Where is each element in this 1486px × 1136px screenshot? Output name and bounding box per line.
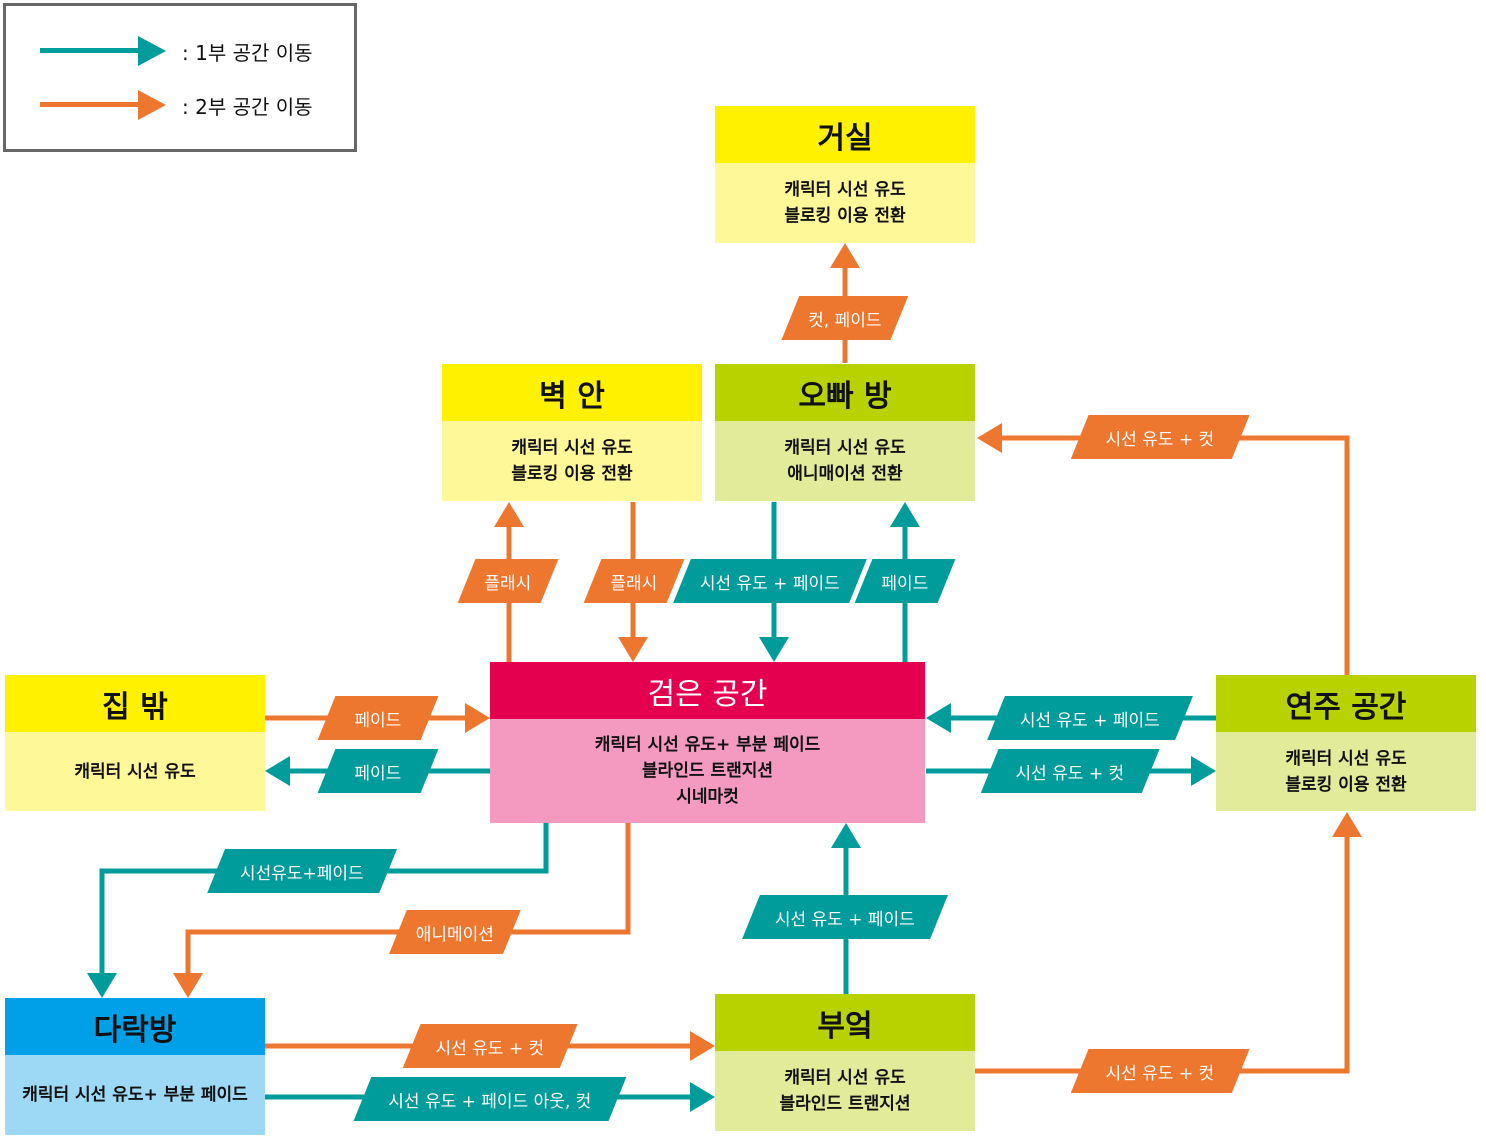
- arrowhead-icon: [494, 502, 524, 527]
- legend-item-part1: : 1부 공간 이동: [40, 36, 313, 66]
- node-title: 거실: [715, 106, 975, 163]
- edge-label: 페이드: [317, 696, 439, 740]
- connector-line: [1002, 435, 1350, 675]
- arrowhead-icon: [87, 973, 117, 998]
- edge-label: 페이드: [317, 749, 439, 793]
- edge-label: 시선 유도 + 컷: [980, 749, 1160, 793]
- node-attic: 다락방 캐릭터 시선 유도+ 부분 페이드: [5, 998, 265, 1135]
- node-text: 캐릭터 시선 유도: [784, 438, 906, 458]
- arrowhead-icon: [759, 637, 789, 662]
- node-title: 집 밖: [5, 675, 265, 732]
- arrowhead-icon: [690, 1031, 715, 1061]
- connector-line: [975, 837, 1350, 1074]
- node-text: 시네마컷: [676, 787, 739, 807]
- node-title: 부엌: [715, 994, 975, 1051]
- legend: : 1부 공간 이동 : 2부 공간 이동: [3, 3, 357, 152]
- edge-label: 시선 유도 + 컷: [402, 1024, 578, 1068]
- edge-label: 애니메이션: [389, 910, 521, 954]
- node-title: 연주 공간: [1216, 675, 1476, 732]
- edge-label: 플래시: [583, 559, 685, 603]
- node-text: 블로킹 이용 전환: [511, 464, 633, 484]
- node-text: 캐릭터 시선 유도: [511, 438, 633, 458]
- node-text: 캐릭터 시선 유도: [784, 1068, 906, 1088]
- node-text: 캐릭터 시선 유도: [1285, 748, 1407, 769]
- node-title: 다락방: [5, 998, 265, 1055]
- arrowhead-icon: [690, 1082, 715, 1112]
- node-text: 캐릭터 시선 유도+ 부분 페이드: [22, 1085, 248, 1105]
- edge-label: 시선 유도 + 페이드: [673, 559, 867, 603]
- arrowhead-icon: [977, 423, 1002, 453]
- legend-label: : 2부 공간 이동: [182, 94, 313, 119]
- legend-item-part2: : 2부 공간 이동: [40, 90, 313, 120]
- arrowhead-icon: [265, 756, 290, 786]
- edge-label: 시선유도+페이드: [207, 849, 397, 893]
- arrowhead-icon: [1332, 812, 1362, 837]
- edge-label: 페이드: [854, 559, 956, 603]
- edge-label: 컷, 페이드: [781, 296, 909, 340]
- arrowhead-icon: [926, 703, 951, 733]
- node-text: 블로킹 이용 전환: [784, 206, 906, 226]
- node-text: 블로킹 이용 전환: [1285, 774, 1407, 795]
- arrowhead-icon: [1191, 756, 1216, 786]
- edge-label: 시선 유도 + 컷: [1070, 415, 1250, 459]
- edge-label: 시선 유도 + 페이드: [742, 895, 948, 939]
- node-text: 블라인드 트랜지션: [641, 761, 774, 781]
- node-text: 애니매이션 전환: [787, 464, 903, 484]
- orange-arrow-icon: [40, 90, 166, 120]
- edge-label: 시선 유도 + 컷: [1070, 1049, 1250, 1093]
- edge-label: 플래시: [457, 559, 559, 603]
- node-title: 벽 안: [442, 364, 702, 421]
- arrowhead-icon: [890, 502, 920, 527]
- node-text: 캐릭터 시선 유도: [784, 180, 906, 200]
- node-title: 오빠 방: [715, 364, 975, 421]
- arrowhead-icon: [618, 637, 648, 662]
- arrowhead-icon: [173, 973, 203, 998]
- legend-label: : 1부 공간 이동: [182, 40, 313, 65]
- arrowhead-icon: [831, 823, 861, 848]
- node-title: 검은 공간: [490, 662, 925, 719]
- node-text: 블라인드 트랜지션: [779, 1094, 911, 1114]
- edge-label: 시선 유도 + 페이드 아웃, 컷: [353, 1077, 627, 1121]
- arrowhead-icon: [830, 243, 860, 268]
- edge-label: 시선 유도 + 페이드: [987, 696, 1193, 740]
- node-text: 캐릭터 시선 유도: [74, 761, 196, 782]
- arrowhead-icon: [465, 703, 490, 733]
- node-text: 캐릭터 시선 유도+ 부분 페이드: [594, 735, 821, 755]
- node-outside: 집 밖 캐릭터 시선 유도: [5, 675, 265, 811]
- teal-arrow-icon: [40, 36, 166, 66]
